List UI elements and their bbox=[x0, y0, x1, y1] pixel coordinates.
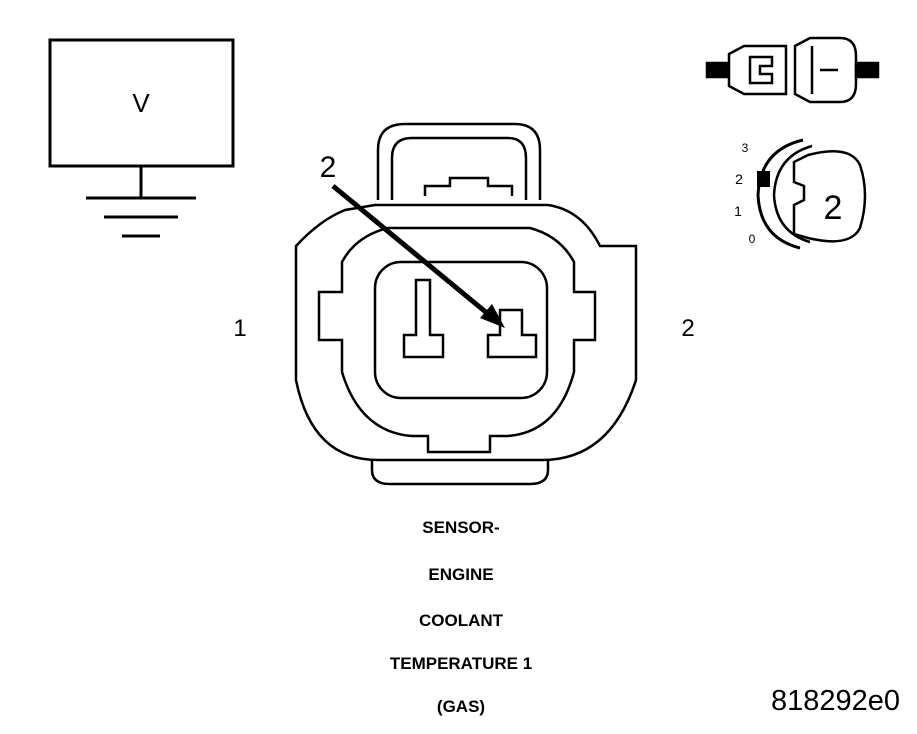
caption-line: COOLANT bbox=[419, 611, 504, 630]
caption-line: TEMPERATURE 1 bbox=[390, 654, 532, 673]
probe-arrow bbox=[331, 184, 505, 328]
selector-position-label: 1 bbox=[734, 203, 742, 219]
selector-indicator bbox=[757, 171, 770, 187]
ground-icon bbox=[86, 166, 196, 238]
connector-face bbox=[294, 122, 638, 486]
caption-line: SENSOR- bbox=[422, 518, 499, 537]
connector-bottom-tab bbox=[370, 460, 550, 486]
voltmeter-symbol: V bbox=[132, 88, 150, 118]
terminal-1 bbox=[402, 278, 445, 359]
selector-position-label: 2 bbox=[735, 171, 743, 187]
selector-knob bbox=[792, 150, 867, 243]
connector-latch bbox=[376, 122, 542, 200]
voltmeter: V bbox=[48, 38, 235, 238]
pin-label-left: 1 bbox=[233, 315, 246, 342]
connector-shell-inner bbox=[317, 226, 597, 454]
selector-knob-value: 2 bbox=[824, 189, 843, 227]
connector-shell-outer bbox=[294, 203, 638, 462]
connector-mate-icon bbox=[705, 36, 880, 104]
caption: SENSOR- ENGINE COOLANT TEMPERATURE 1 (GA… bbox=[390, 518, 532, 716]
rotary-selector-icon: 3 2 1 0 2 bbox=[734, 138, 867, 250]
caption-line: (GAS) bbox=[437, 697, 485, 716]
figure-id: 818292e0 bbox=[771, 685, 900, 717]
selector-position-label: 3 bbox=[742, 141, 749, 155]
connector-cavity bbox=[373, 260, 549, 400]
selector-dial bbox=[756, 138, 804, 250]
pin-label-right: 2 bbox=[681, 315, 694, 342]
selector-position-label: 0 bbox=[749, 232, 756, 246]
caption-line: ENGINE bbox=[428, 565, 493, 584]
probe-callout: 2 bbox=[320, 151, 337, 184]
terminals bbox=[402, 278, 538, 359]
